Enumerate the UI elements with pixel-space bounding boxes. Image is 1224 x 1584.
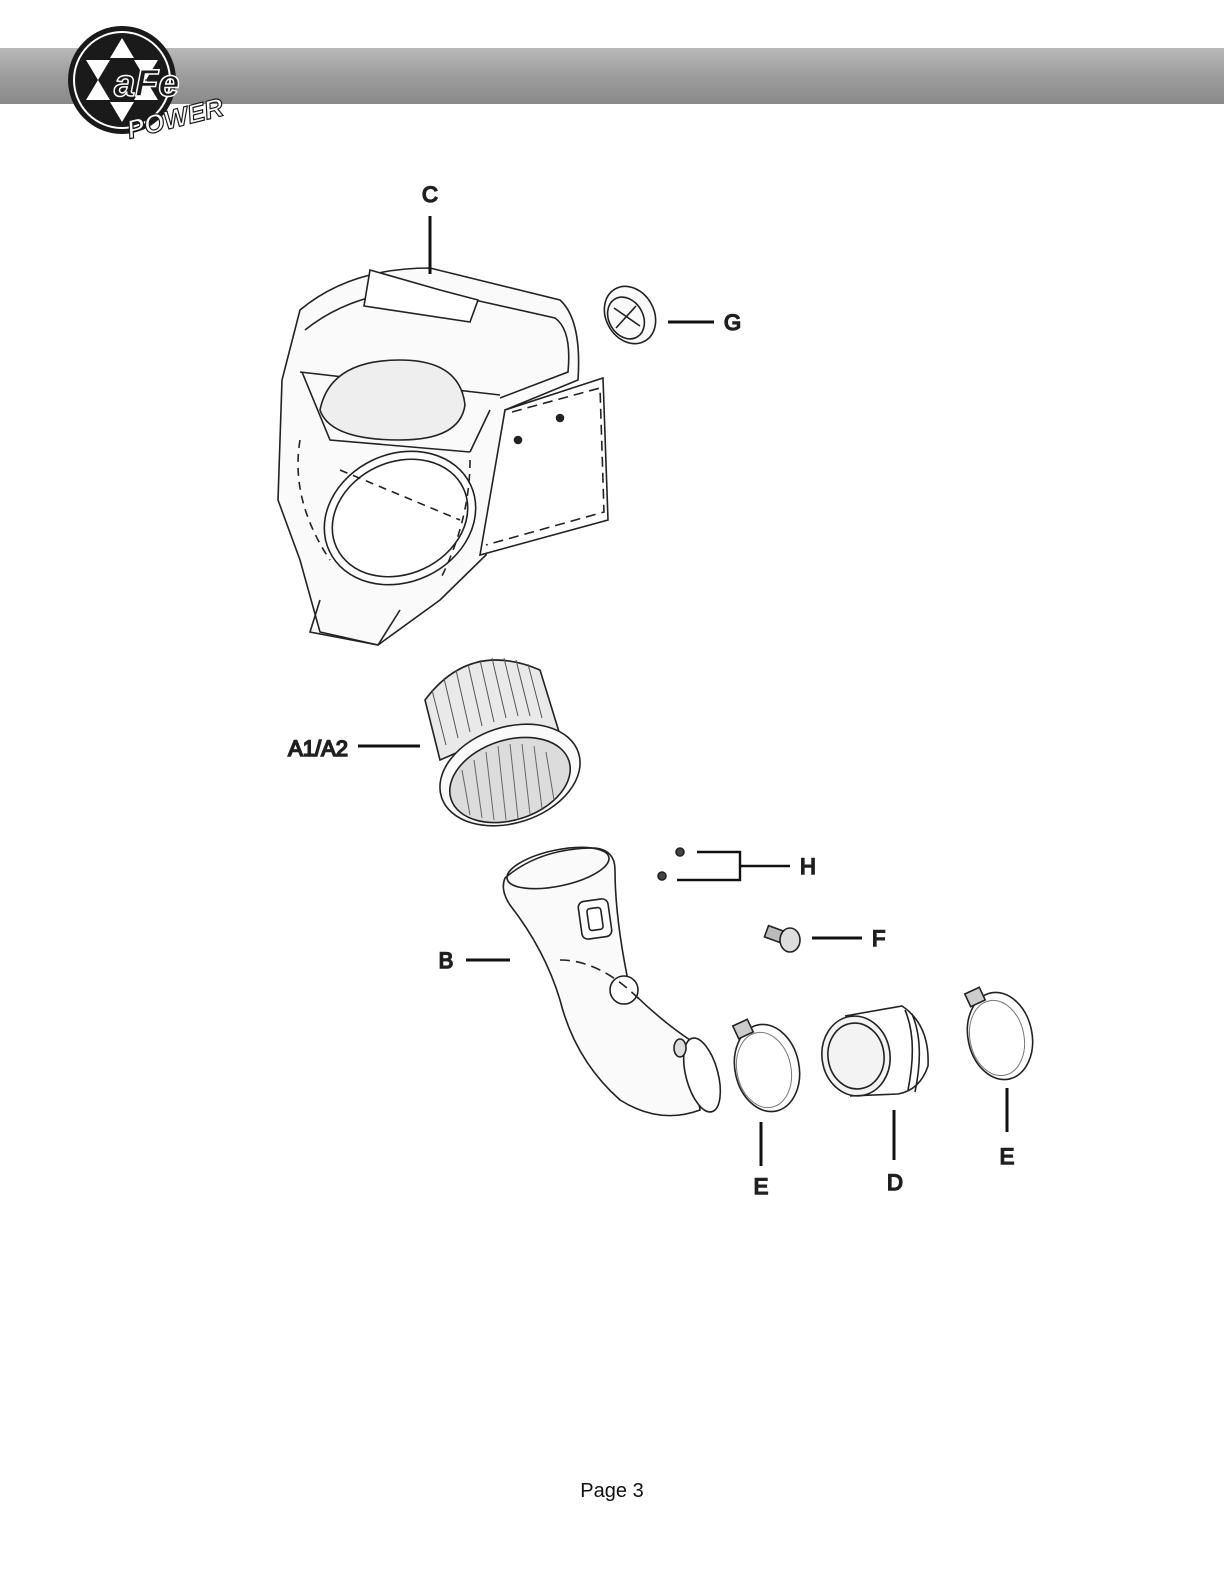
part-c-airbox bbox=[278, 268, 608, 645]
callout-c: C bbox=[422, 182, 438, 207]
leader-line-h bbox=[677, 850, 790, 882]
header-bar bbox=[0, 48, 1224, 104]
part-h-screws bbox=[658, 848, 684, 880]
callout-e-right: E bbox=[1000, 1144, 1015, 1169]
afe-power-logo: aFe POWER bbox=[68, 26, 227, 143]
leader-lines bbox=[358, 216, 1009, 1166]
part-g-plug bbox=[594, 277, 666, 353]
callout-e-left: E bbox=[754, 1174, 769, 1199]
logo-text-top: aFe bbox=[114, 63, 179, 105]
callout-h: H bbox=[800, 854, 816, 879]
logo-badge-circle bbox=[68, 26, 176, 134]
logo-badge-ring bbox=[73, 31, 171, 129]
callout-b: B bbox=[439, 948, 454, 973]
callout-f: F bbox=[872, 926, 885, 951]
callout-d: D bbox=[887, 1170, 903, 1195]
part-e-clamp-right bbox=[960, 986, 1041, 1085]
callout-a: A1/A2 bbox=[288, 736, 348, 761]
part-b-tube bbox=[503, 840, 727, 1116]
part-f-fitting bbox=[764, 926, 800, 952]
page-number: Page 3 bbox=[580, 1480, 644, 1502]
logo-aperture-icon bbox=[86, 38, 158, 122]
callout-g: G bbox=[724, 310, 741, 335]
part-a-filter bbox=[425, 658, 593, 843]
part-e-clamp-left bbox=[727, 1018, 808, 1117]
part-d-coupler bbox=[817, 1006, 928, 1100]
